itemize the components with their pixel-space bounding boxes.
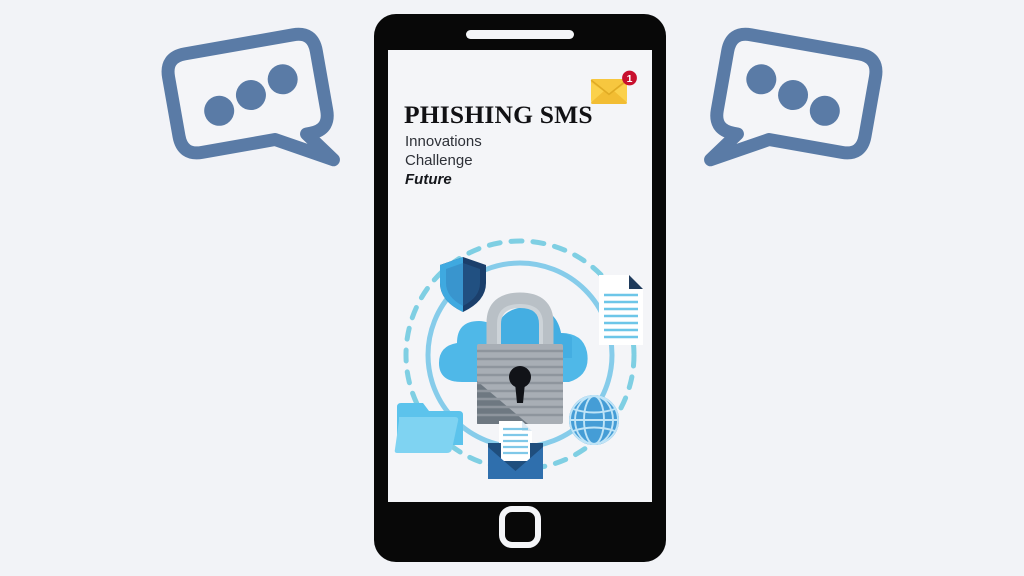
page-title: PHISHING SMS bbox=[404, 100, 593, 129]
speech-bubble-icon bbox=[161, 27, 340, 167]
globe-icon bbox=[569, 395, 619, 445]
notification-badge-count: 1 bbox=[627, 73, 633, 85]
folder-front bbox=[394, 417, 459, 453]
speech-bubble-icon bbox=[704, 27, 883, 167]
document-lines bbox=[604, 293, 638, 339]
shield-icon bbox=[440, 257, 486, 312]
bubble-dot-2 bbox=[235, 80, 266, 111]
bubble-dot-2 bbox=[778, 80, 809, 111]
notification-envelope[interactable]: 1 bbox=[590, 70, 638, 110]
envelope-fold-line bbox=[590, 79, 628, 96]
phone-screen: PHISHING SMS Innovations Challenge Futur… bbox=[388, 50, 652, 502]
padlock-shackle-highlight bbox=[497, 303, 543, 347]
envelope-flap-front bbox=[591, 91, 627, 104]
mail-document-icon bbox=[488, 421, 543, 479]
speaker-slot-icon bbox=[466, 30, 574, 39]
globe-grid bbox=[569, 395, 619, 445]
home-button[interactable] bbox=[499, 506, 541, 548]
folder-icon bbox=[394, 403, 463, 453]
speech-bubble-left bbox=[152, 27, 342, 198]
subtitle-line-3: Future bbox=[405, 171, 452, 188]
subtitle-group: Innovations Challenge Future bbox=[405, 132, 482, 189]
cloud-security-illustration bbox=[391, 225, 649, 493]
shield-inner bbox=[446, 263, 480, 306]
mail-envelope-front bbox=[488, 447, 543, 479]
envelope-icon[interactable]: 1 bbox=[590, 70, 638, 110]
speech-bubble-right bbox=[702, 27, 892, 198]
document-folded-corner bbox=[629, 275, 643, 289]
subtitle-line-1: Innovations bbox=[405, 133, 482, 150]
document-icon bbox=[599, 275, 643, 345]
mail-sheet-lines bbox=[503, 427, 528, 455]
bubble-dot-1 bbox=[809, 95, 840, 126]
notification-badge-circle bbox=[622, 70, 637, 86]
padlock-icon bbox=[477, 292, 563, 424]
bubble-dot-3 bbox=[267, 64, 298, 95]
envelope-flap-back bbox=[591, 79, 627, 95]
smartphone-mockup: PHISHING SMS Innovations Challenge Futur… bbox=[374, 14, 666, 562]
bubble-dot-1 bbox=[204, 95, 235, 126]
padlock-shackle bbox=[486, 292, 554, 347]
bubble-dot-3 bbox=[746, 64, 777, 95]
padlock-keyhole bbox=[509, 366, 531, 403]
shield-left-half bbox=[440, 257, 463, 312]
subtitle-line-2: Challenge bbox=[405, 152, 473, 169]
